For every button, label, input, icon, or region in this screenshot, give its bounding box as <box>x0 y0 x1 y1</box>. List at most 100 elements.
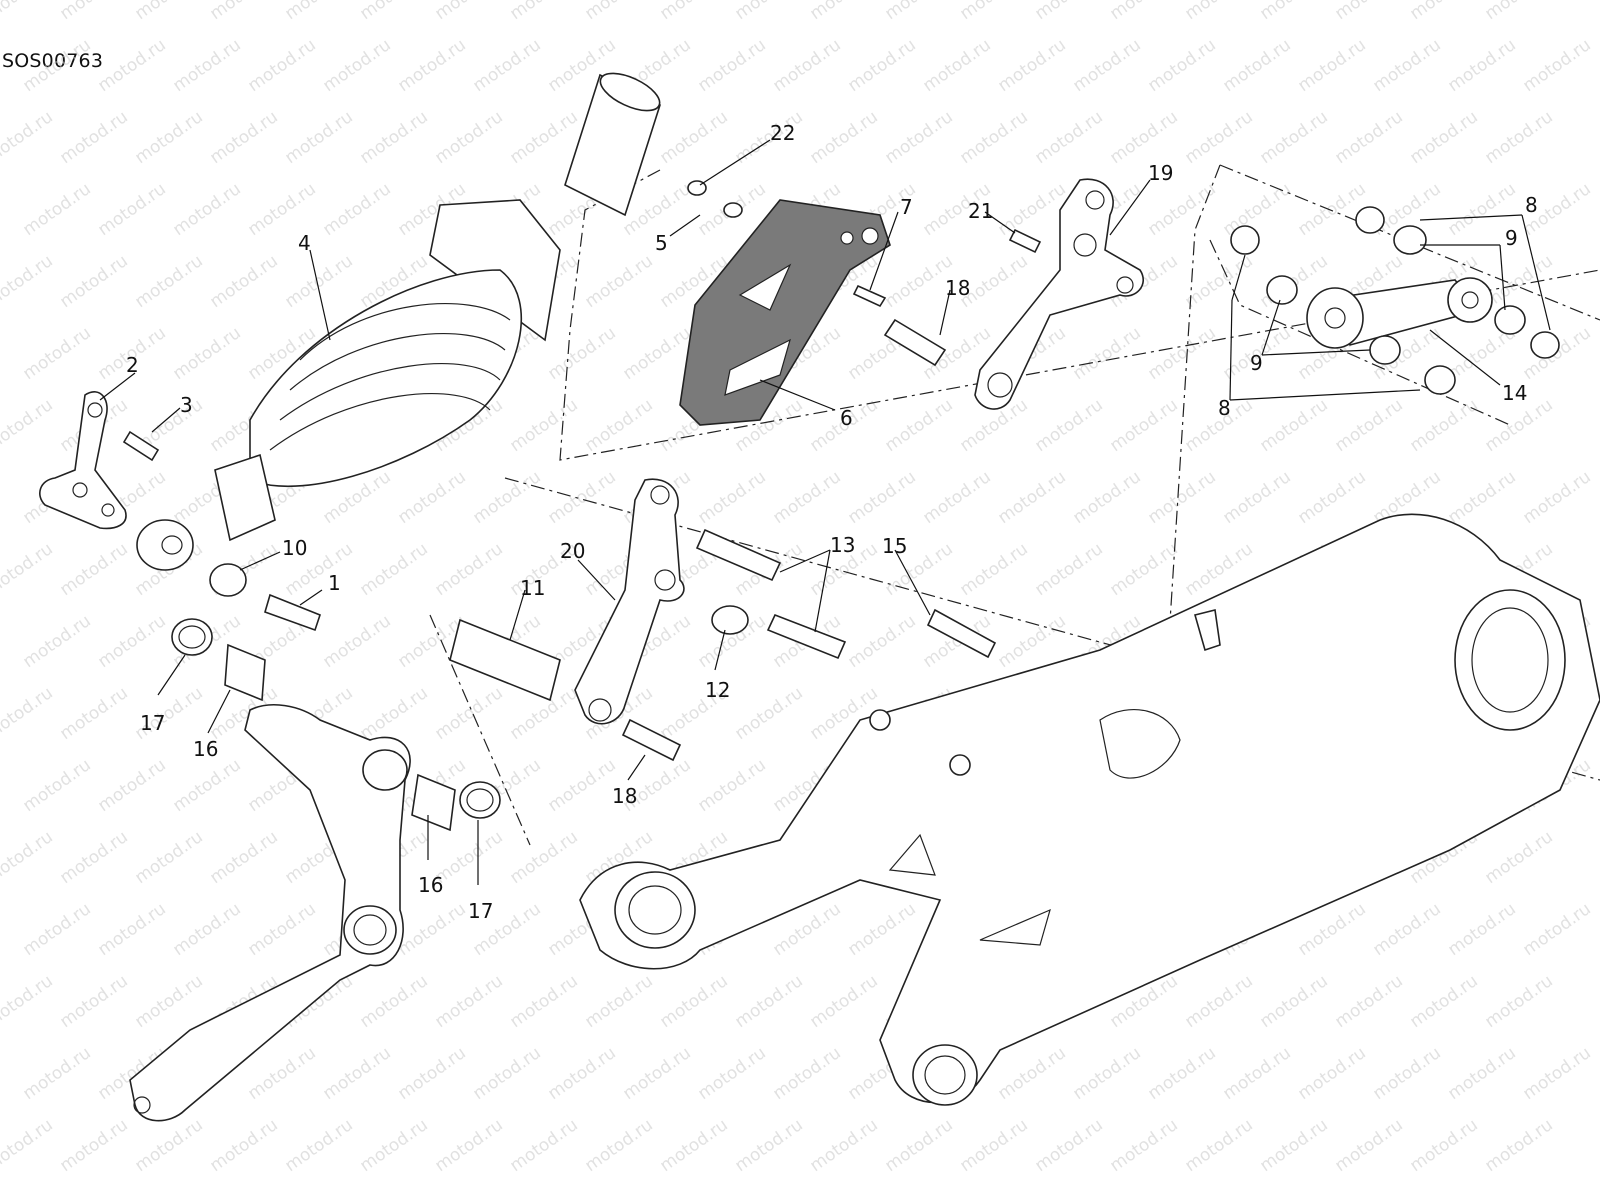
watermark-text: motod.ru <box>1519 323 1594 384</box>
callout-9b: 9 <box>1250 351 1263 375</box>
callout-17a: 17 <box>468 899 493 923</box>
callouts: 1 2 3 4 5 6 7 8 8 9 9 10 11 12 13 14 15 … <box>126 121 1538 923</box>
watermark-text: motod.ru <box>356 683 431 744</box>
watermark-text: motod.ru <box>19 323 94 384</box>
watermark-text: motod.ru <box>206 107 281 168</box>
watermark-text: motod.ru <box>1181 971 1256 1032</box>
watermark-text: motod.ru <box>694 467 769 528</box>
watermark-text: motod.ru <box>431 0 506 24</box>
watermark-text: motod.ru <box>1331 395 1406 456</box>
watermark-text: motod.ru <box>169 179 244 240</box>
watermark-text: motod.ru <box>581 251 656 312</box>
watermark-text: motod.ru <box>844 611 919 672</box>
watermark-text: motod.ru <box>469 35 544 96</box>
watermark-text: motod.ru <box>1106 0 1181 24</box>
watermark-text: motod.ru <box>206 827 281 888</box>
watermark-text: motod.ru <box>56 683 131 744</box>
watermark-text: motod.ru <box>431 539 506 600</box>
callout-14: 14 <box>1502 381 1527 405</box>
callout-11: 11 <box>520 576 545 600</box>
watermark-text: motod.ru <box>394 467 469 528</box>
watermark-text: motod.ru <box>1406 1115 1481 1176</box>
watermark-text: motod.ru <box>319 179 394 240</box>
watermark-text: motod.ru <box>1294 467 1369 528</box>
watermark-text: motod.ru <box>506 395 581 456</box>
part-2-bracket <box>39 391 127 530</box>
callout-16a: 16 <box>418 873 443 897</box>
callout-4: 4 <box>298 231 311 255</box>
watermark-text: motod.ru <box>1294 35 1369 96</box>
watermark-text: motod.ru <box>1481 251 1556 312</box>
watermark-text: motod.ru <box>581 395 656 456</box>
watermark-text: motod.ru <box>769 467 844 528</box>
watermark-text: motod.ru <box>1369 35 1444 96</box>
watermark-text: motod.ru <box>1369 899 1444 960</box>
watermark-text: motod.ru <box>544 467 619 528</box>
watermark-text: motod.ru <box>994 35 1069 96</box>
watermark-text: motod.ru <box>1444 1043 1519 1104</box>
watermark-text: motod.ru <box>544 323 619 384</box>
callout-22: 22 <box>770 121 795 145</box>
rear-shock-absorber <box>136 72 661 571</box>
watermark-text: motod.ru <box>394 1043 469 1104</box>
watermark-text: motod.ru <box>19 611 94 672</box>
watermark-text: motod.ru <box>1406 0 1481 24</box>
watermark-text: motod.ru <box>94 179 169 240</box>
watermark-text: motod.ru <box>131 827 206 888</box>
watermark-text: motod.ru <box>0 251 57 312</box>
watermark-text: motod.ru <box>1256 0 1331 24</box>
watermark-text: motod.ru <box>281 251 356 312</box>
watermark-text: motod.ru <box>431 107 506 168</box>
watermark-text: motod.ru <box>356 539 431 600</box>
watermark-text: motod.ru <box>1031 107 1106 168</box>
watermark-text: motod.ru <box>94 899 169 960</box>
watermark-text: motod.ru <box>1519 35 1594 96</box>
callout-15: 15 <box>882 534 907 558</box>
watermark-text: motod.ru <box>1181 251 1256 312</box>
watermark-text: motod.ru <box>0 395 57 456</box>
callout-8a: 8 <box>1525 193 1538 217</box>
frame-bracket <box>129 704 411 1122</box>
watermark-text: motod.ru <box>1331 107 1406 168</box>
watermark-text: motod.ru <box>319 35 394 96</box>
callout-17b: 17 <box>140 711 165 735</box>
callout-21: 21 <box>968 199 993 223</box>
watermark-text: motod.ru <box>206 0 281 24</box>
watermark-text: motod.ru <box>0 107 57 168</box>
callout-8b: 8 <box>1218 396 1231 420</box>
watermark-text: motod.ru <box>94 611 169 672</box>
watermark-text: motod.ru <box>656 107 731 168</box>
watermark-text: motod.ru <box>694 1043 769 1104</box>
watermark-text: motod.ru <box>506 971 581 1032</box>
watermark-text: motod.ru <box>356 1115 431 1176</box>
watermark-text: motod.ru <box>581 971 656 1032</box>
watermark-text: motod.ru <box>769 35 844 96</box>
watermark-text: motod.ru <box>56 539 131 600</box>
watermark-text: motod.ru <box>956 107 1031 168</box>
watermark-text: motod.ru <box>806 0 881 24</box>
watermark-text: motod.ru <box>506 0 581 24</box>
callout-2: 2 <box>126 353 139 377</box>
watermark-text: motod.ru <box>56 1115 131 1176</box>
callout-13: 13 <box>830 533 855 557</box>
callout-16b: 16 <box>193 737 218 761</box>
watermark-text: motod.ru <box>506 1115 581 1176</box>
watermark-text: motod.ru <box>1481 827 1556 888</box>
watermark-text: motod.ru <box>844 899 919 960</box>
watermark-text: motod.ru <box>1519 899 1594 960</box>
watermark-text: motod.ru <box>131 0 206 24</box>
watermark-text: motod.ru <box>1331 971 1406 1032</box>
callout-5: 5 <box>655 231 668 255</box>
watermark-text: motod.ru <box>731 971 806 1032</box>
callout-20: 20 <box>560 539 585 563</box>
watermark-text: motod.ru <box>956 1115 1031 1176</box>
watermark-text: motod.ru <box>281 0 356 24</box>
watermark-text: motod.ru <box>94 35 169 96</box>
watermark-text: motod.ru <box>844 35 919 96</box>
watermark-text: motod.ru <box>919 467 994 528</box>
watermark-text: motod.ru <box>806 971 881 1032</box>
watermark-text: motod.ru <box>1106 539 1181 600</box>
watermark-text: motod.ru <box>469 467 544 528</box>
callout-12: 12 <box>705 678 730 702</box>
callout-3: 3 <box>180 393 193 417</box>
